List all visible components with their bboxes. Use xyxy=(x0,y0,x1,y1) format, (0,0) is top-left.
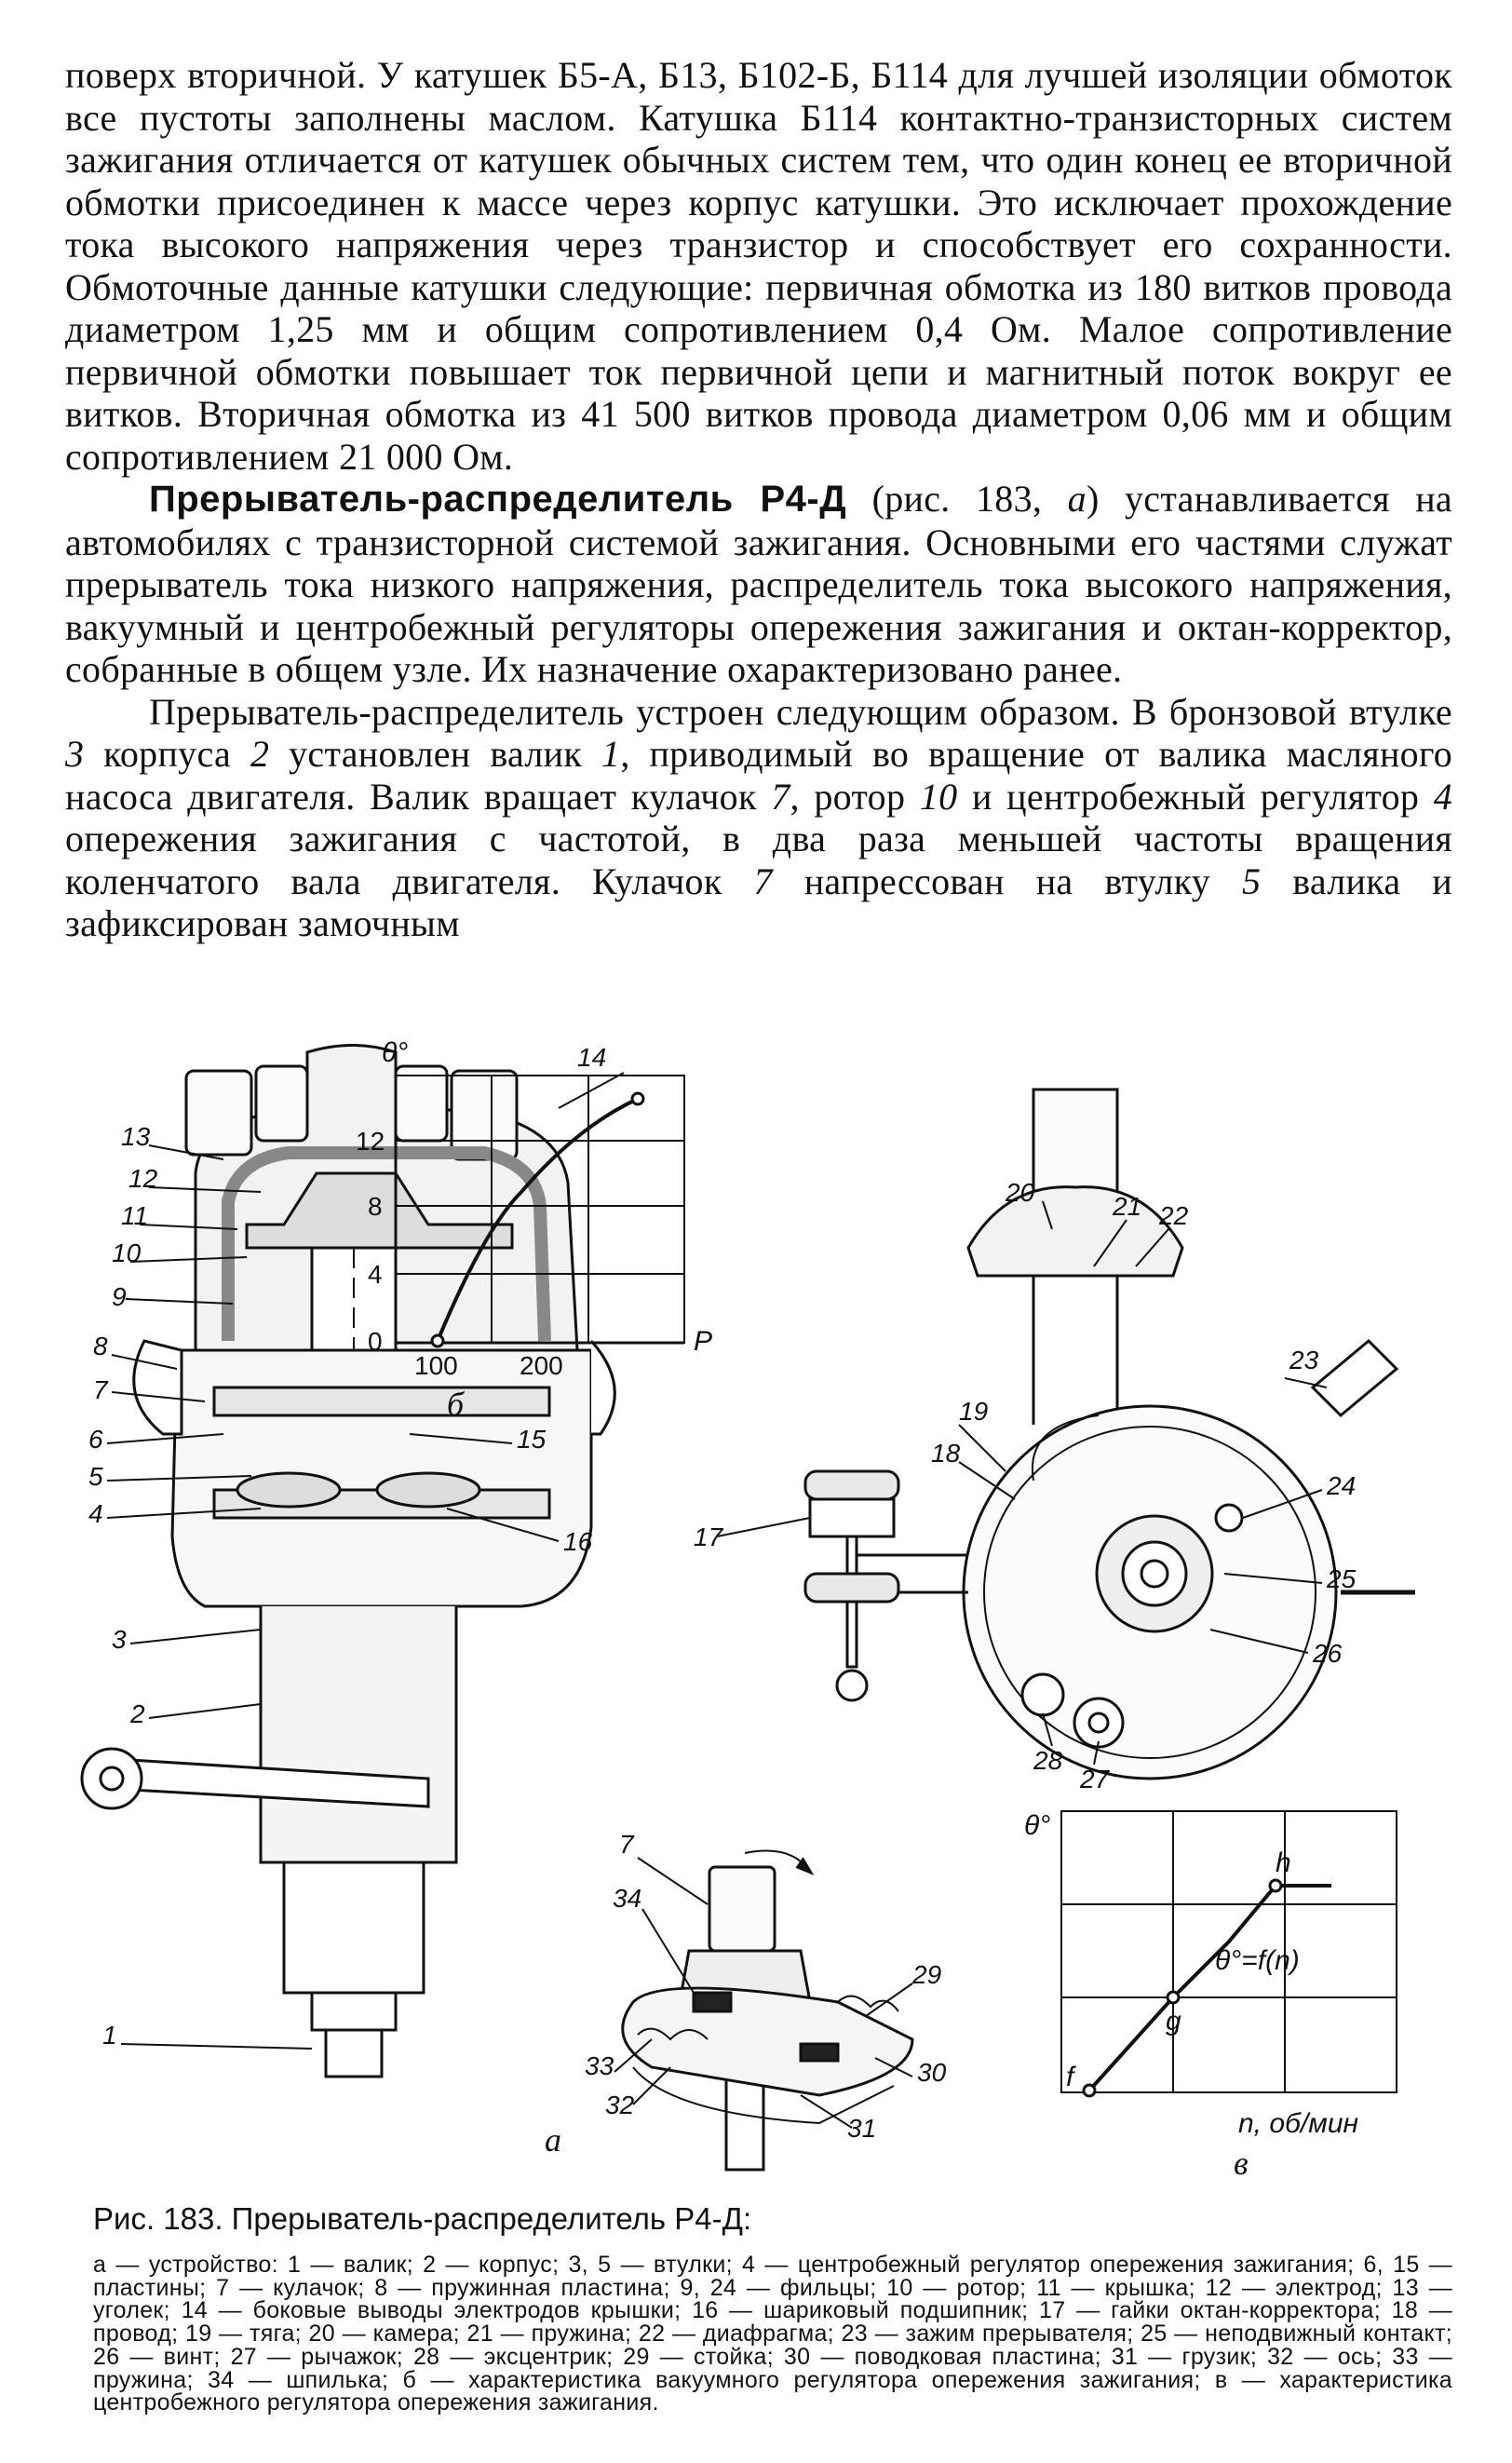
p3-num: 2 xyxy=(250,733,270,775)
figure-183: 14 13 12 11 10 9 8 7 6 5 4 3 2 1 15 16 2… xyxy=(74,1034,1452,2188)
p3-seg: валика и зафиксирован замочным xyxy=(65,859,1453,945)
callout-17: 17 xyxy=(694,1522,724,1551)
distributor-illustration: 14 13 12 11 10 9 8 7 6 5 4 3 2 1 15 16 2… xyxy=(80,1037,1415,2182)
sub-label-b: б xyxy=(447,1386,466,1423)
callout-5: 5 xyxy=(88,1462,103,1491)
figure-caption-title: Рис. 183. Прерыватель-распределитель Р4-… xyxy=(93,2201,752,2236)
sub-label-v: в xyxy=(1234,2145,1249,2182)
callout-3: 3 xyxy=(112,1625,127,1654)
graph-centrifugal-regulator xyxy=(1060,1810,1397,2098)
graph-b-tick-200: 200 xyxy=(520,1351,563,1380)
graph-v-formula: θ°=f(n) xyxy=(1215,1945,1300,1976)
callout-28: 28 xyxy=(1033,1746,1063,1775)
callouts-bottom: 7 34 29 33 32 30 31 xyxy=(585,1830,947,2143)
graph-b-tick-0: 0 xyxy=(368,1327,383,1356)
centrifugal-regulator-drawing xyxy=(621,1849,914,2172)
callout-9: 9 xyxy=(112,1282,127,1311)
callout-21: 21 xyxy=(1112,1192,1141,1221)
callout-30: 30 xyxy=(917,2058,947,2087)
callout-12: 12 xyxy=(128,1164,158,1193)
callout-15: 15 xyxy=(517,1425,547,1454)
graph-b-tick-100: 100 xyxy=(414,1351,458,1380)
graph-v-labels: θ° θ°=f(n) f g h n, об/мин в xyxy=(1024,1810,1358,2182)
callout-1: 1 xyxy=(102,2021,117,2050)
callout-32: 32 xyxy=(605,2091,635,2119)
breaker-plate-drawing xyxy=(803,1088,1415,1780)
graph-v-point-h: h xyxy=(1276,1847,1291,1878)
callouts-left: 14 13 12 11 10 9 8 7 6 5 4 3 2 1 15 16 xyxy=(88,1043,606,2050)
callout-22: 22 xyxy=(1158,1201,1189,1230)
p3-num: 10 xyxy=(919,775,958,818)
distributor-section-drawing xyxy=(80,1044,616,2078)
callout-26: 26 xyxy=(1312,1639,1343,1668)
callout-2: 2 xyxy=(129,1699,145,1728)
callout-16: 16 xyxy=(563,1527,593,1556)
graph-v-x-axis: n, об/мин xyxy=(1238,2108,1358,2139)
graph-b-tick-8: 8 xyxy=(368,1192,383,1221)
graph-b-x-axis: P xyxy=(694,1326,712,1357)
callout-27: 27 xyxy=(1079,1765,1111,1793)
callout-10: 10 xyxy=(112,1238,142,1267)
callout-19: 19 xyxy=(959,1397,988,1426)
paragraph-2: Прерыватель-распределитель Р4-Д (рис. 18… xyxy=(65,478,1452,691)
graph-b-y-axis: θ° xyxy=(382,1037,408,1068)
sub-label-a: а xyxy=(545,2121,561,2159)
callout-7b: 7 xyxy=(619,1830,635,1859)
callout-23: 23 xyxy=(1289,1346,1319,1374)
callout-13: 13 xyxy=(121,1122,151,1151)
callouts-right: 20 21 22 23 19 18 17 24 25 26 27 28 xyxy=(694,1178,1357,1793)
graph-vacuum-regulator xyxy=(394,1075,685,1348)
p3-num: 5 xyxy=(1241,859,1262,902)
callout-6: 6 xyxy=(88,1425,103,1454)
callout-18: 18 xyxy=(931,1439,961,1468)
p3-seg: корпуса xyxy=(84,733,250,775)
callout-24: 24 xyxy=(1326,1471,1356,1500)
callout-25: 25 xyxy=(1326,1564,1357,1593)
callout-8: 8 xyxy=(93,1332,108,1360)
callout-20: 20 xyxy=(1005,1178,1035,1207)
p3-seg: Прерыватель-распределитель устроен следу… xyxy=(149,690,1452,733)
callout-31: 31 xyxy=(847,2114,876,2143)
p3-num: 7 xyxy=(753,859,773,902)
p2-ref-open: (рис. 183, xyxy=(846,478,1068,520)
figure-caption-text: а — устройство: 1 — валик; 2 — корпус; 3… xyxy=(93,2252,1452,2416)
callout-14: 14 xyxy=(577,1043,606,1072)
callout-33: 33 xyxy=(585,2051,614,2080)
paragraph-3: Прерыватель-распределитель устроен следу… xyxy=(65,691,1452,945)
graph-b-tick-4: 4 xyxy=(368,1260,383,1289)
callout-7: 7 xyxy=(93,1375,109,1404)
p3-seg: , ротор xyxy=(790,775,920,818)
callout-29: 29 xyxy=(911,1960,941,1989)
body-text: поверх вторичной. У катушек Б5-А, Б13, Б… xyxy=(65,54,1452,945)
p3-num: 3 xyxy=(65,733,85,775)
callout-11: 11 xyxy=(121,1201,148,1230)
p2-rest: ) устанавливается на автомобилях с транз… xyxy=(65,478,1452,690)
graph-v-y-axis: θ° xyxy=(1024,1810,1050,1841)
paragraph-1: поверх вторичной. У катушек Б5-А, Б13, Б… xyxy=(65,54,1452,478)
graph-b-labels: θ° P 12 8 4 0 100 200 б xyxy=(356,1037,712,1423)
callout-4: 4 xyxy=(88,1499,103,1528)
distributor-name: Прерыватель-распределитель Р4-Д xyxy=(149,479,847,520)
p3-seg: , приводимый во вращение от валика масля… xyxy=(65,733,1452,818)
p3-num: 4 xyxy=(1433,775,1453,818)
p3-num: 7 xyxy=(771,775,790,818)
callout-34: 34 xyxy=(613,1884,641,1913)
p3-seg: установлен валик xyxy=(269,733,601,775)
p3-seg: опережения зажигания с частотой, в два р… xyxy=(65,818,1452,902)
graph-v-point-g: g xyxy=(1166,2006,1181,2037)
p3-seg: напрессован на втулку xyxy=(772,859,1242,902)
graph-v-point-f: f xyxy=(1066,2062,1076,2092)
p3-num: 1 xyxy=(601,733,621,775)
p3-seg: и центробежный регулятор xyxy=(957,775,1434,818)
graph-b-tick-12: 12 xyxy=(356,1127,385,1156)
leader-lines xyxy=(106,1072,1328,2129)
p2-ref-letter: а xyxy=(1067,478,1087,520)
